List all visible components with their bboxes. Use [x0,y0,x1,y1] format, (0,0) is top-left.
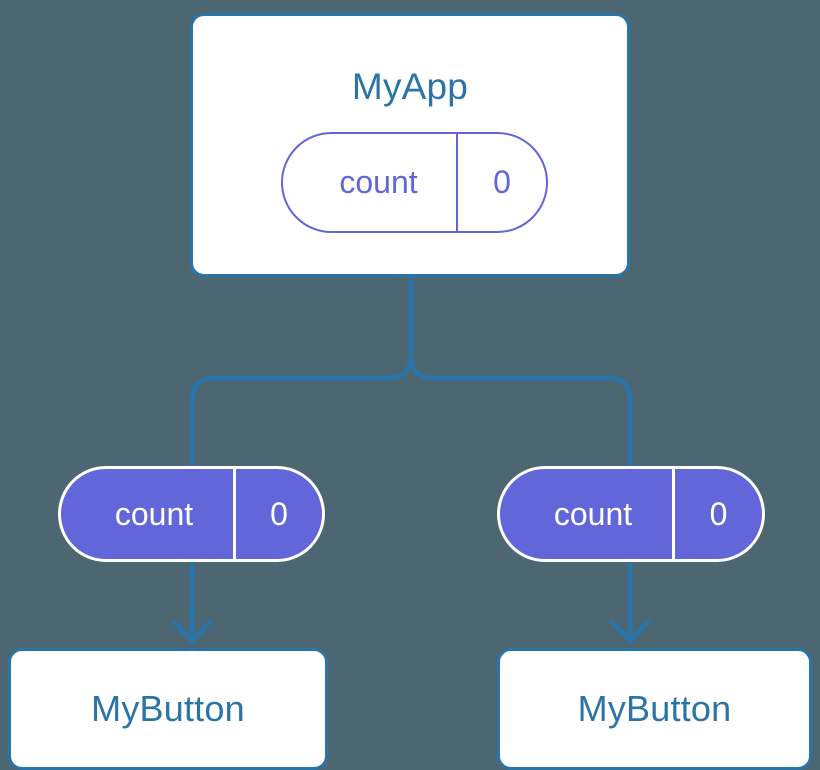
component-title-mybutton: MyButton [577,688,732,729]
arrow-head-left-icon [171,619,213,644]
props-pill-value: 0 [709,495,728,532]
props-pill-right-count[interactable]: count 0 [497,466,765,562]
props-pill-left-count[interactable]: count 0 [58,466,325,562]
props-pill-key: count [61,469,236,559]
state-pill-value: 0 [493,164,511,200]
connector-root-to-right-props [408,274,633,469]
component-title-mybutton: MyButton [91,688,245,729]
component-box-mybutton-right[interactable]: MyButton [497,648,812,770]
props-pill-value: 0 [270,495,288,532]
component-title-myapp: MyApp [351,66,469,107]
props-pill-key: count [500,469,675,559]
state-pill-myapp-count[interactable]: count 0 [281,132,548,233]
component-box-myapp[interactable]: MyApp count 0 [190,13,630,277]
component-box-mybutton-left[interactable]: MyButton [8,648,328,770]
state-pill-key: count [283,134,458,231]
connector-root-to-left-props [189,274,414,469]
arrow-head-right-icon [609,619,651,644]
